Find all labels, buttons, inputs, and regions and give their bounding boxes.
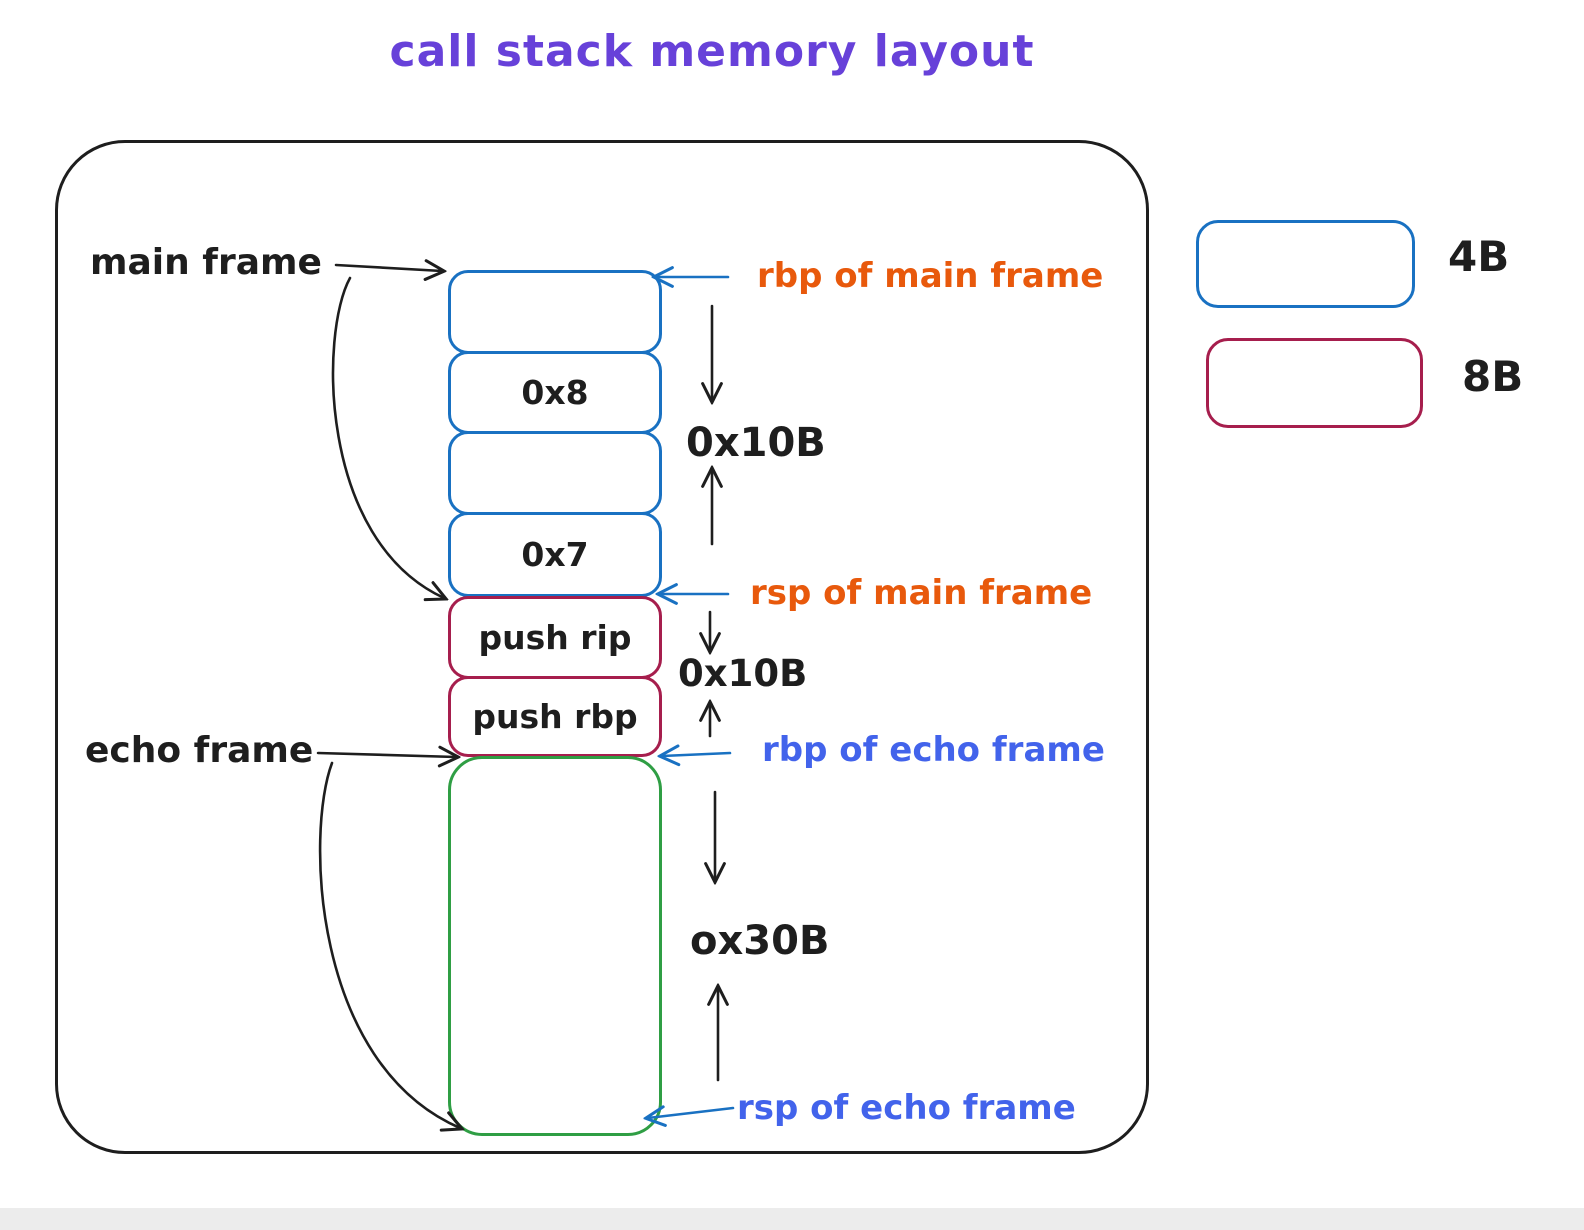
stack-cell-push-rip: push rip (448, 596, 662, 679)
legend-4b-box (1196, 220, 1415, 308)
stack-cell-0x8: 0x8 (448, 351, 662, 434)
stack-cell-push-rbp: push rbp (448, 676, 662, 757)
page-title: call stack memory layout (389, 26, 1035, 77)
measure-saved-regs-span: 0x10B (678, 652, 808, 695)
stack-cell-label: push rbp (472, 697, 638, 736)
measure-echo-frame-span: ox30B (690, 918, 830, 964)
stack-cell-0x7: 0x7 (448, 512, 662, 597)
rbp-main-frame-label: rbp of main frame (757, 256, 1104, 296)
echo-frame-label: echo frame (85, 730, 314, 771)
stack-cell-4b-empty-2 (448, 431, 662, 515)
diagram-outer-frame (55, 140, 1149, 1154)
measure-main-frame-span: 0x10B (686, 420, 826, 466)
stack-cell-label: push rip (478, 618, 632, 657)
stack-cell-4b-empty-1 (448, 270, 662, 354)
rsp-main-frame-label: rsp of main frame (750, 573, 1093, 613)
main-frame-label: main frame (90, 242, 322, 283)
rbp-echo-frame-label: rbp of echo frame (762, 730, 1105, 770)
rsp-echo-frame-label: rsp of echo frame (737, 1088, 1076, 1128)
legend-4b-label: 4B (1448, 232, 1510, 281)
legend-8b-box (1206, 338, 1423, 428)
stack-cell-label: 0x8 (521, 373, 589, 412)
stack-cell-label: 0x7 (521, 535, 589, 574)
legend-8b-label: 8B (1462, 352, 1524, 401)
stack-cell-echo-frame (448, 756, 662, 1136)
bottom-strip (0, 1208, 1584, 1230)
